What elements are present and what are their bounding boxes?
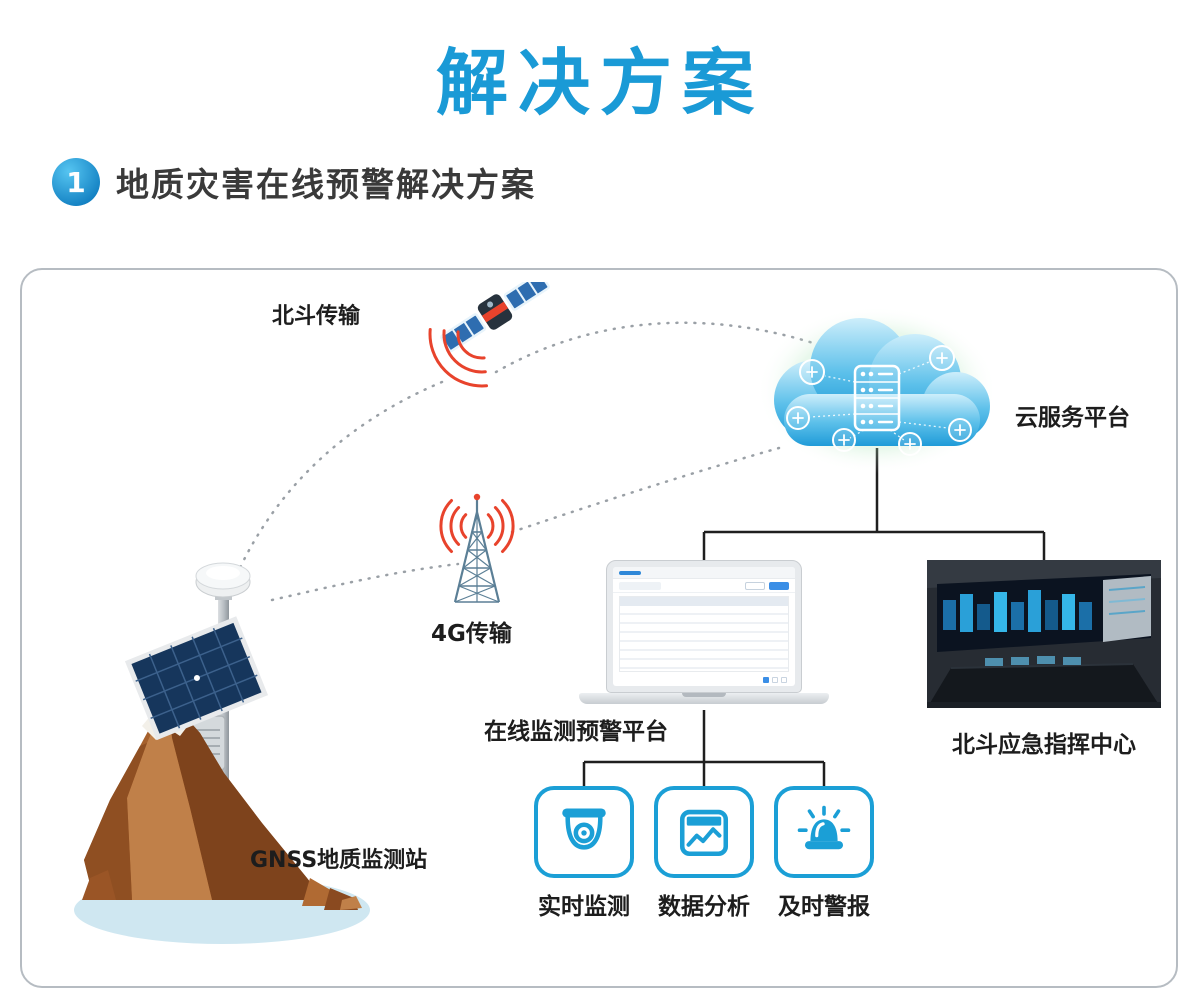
station-label: GNSS地质监测站 bbox=[250, 848, 428, 873]
dotted-link-satellite-station bbox=[236, 380, 444, 574]
feature-label: 及时警报 bbox=[778, 894, 870, 920]
laptop-screen bbox=[606, 560, 802, 693]
laptop-ui-topbar bbox=[613, 567, 795, 579]
siren-icon bbox=[797, 805, 851, 850]
dotted-link-satellite-cloud bbox=[494, 321, 836, 374]
beidou-label: 北斗传输 bbox=[272, 304, 361, 329]
server-rack-icon bbox=[853, 364, 901, 432]
cloud-label: 云服务平台 bbox=[1015, 405, 1130, 431]
command-center-image bbox=[927, 560, 1161, 708]
video-wall-charts bbox=[943, 576, 1151, 642]
mountain bbox=[82, 696, 362, 910]
laptop-dashboard-ui bbox=[613, 567, 795, 686]
laptop-ui-toolbar bbox=[613, 579, 795, 593]
section-header: 1 地质灾害在线预警解决方案 bbox=[52, 158, 536, 206]
feature-box bbox=[774, 786, 874, 878]
connector-lines-layer bbox=[236, 321, 1046, 788]
feature-timely-alarm: 及时警报 bbox=[774, 786, 874, 921]
laptop-base bbox=[579, 693, 829, 704]
dotted-link-tower-cloud bbox=[510, 446, 781, 534]
solar-panel bbox=[124, 616, 269, 741]
cloud-platform-icon bbox=[752, 298, 1002, 478]
feature-box bbox=[654, 786, 754, 878]
platform-label: 在线监测预警平台 bbox=[484, 719, 668, 745]
feature-data-analysis: 数据分析 bbox=[654, 786, 754, 921]
section-title: 地质灾害在线预警解决方案 bbox=[116, 165, 536, 204]
4g-label: 4G传输 bbox=[431, 621, 512, 647]
tower-signal-arcs bbox=[439, 499, 515, 553]
console-screens bbox=[985, 656, 1081, 666]
laptop-ui-pagination bbox=[763, 677, 787, 683]
laptop-ui-data-table bbox=[619, 596, 789, 672]
beidou-satellite-icon bbox=[400, 271, 560, 392]
command-label: 北斗应急指挥中心 bbox=[952, 732, 1136, 758]
gnss-station-illustration bbox=[72, 548, 372, 948]
feature-label: 数据分析 bbox=[658, 894, 750, 920]
feature-realtime-monitor: 实时监测 bbox=[534, 786, 634, 921]
feature-box bbox=[534, 786, 634, 878]
feature-label: 实时监测 bbox=[538, 894, 630, 920]
monitoring-platform-laptop bbox=[579, 560, 829, 710]
laptop-ui-table-header bbox=[620, 597, 788, 606]
laptop-ui-tabs bbox=[619, 582, 661, 590]
video-wall bbox=[937, 574, 1151, 652]
laptop-ui-secondary-button bbox=[745, 582, 765, 590]
console-desk bbox=[927, 664, 1161, 708]
dome-camera-icon bbox=[562, 808, 606, 850]
laptop-ui-primary-button bbox=[769, 582, 789, 590]
cloud-shape bbox=[774, 318, 990, 446]
cloud-service-links bbox=[809, 361, 949, 441]
page-title: 解决方案 bbox=[435, 41, 764, 125]
section-number-badge: 1 bbox=[52, 158, 100, 206]
4g-tower-icon bbox=[417, 480, 537, 615]
gnss-antenna bbox=[195, 562, 251, 600]
satellite-signal-arcs bbox=[428, 328, 488, 388]
data-chart-icon bbox=[679, 809, 729, 857]
solution-diagram: 北斗传输 bbox=[20, 268, 1178, 988]
